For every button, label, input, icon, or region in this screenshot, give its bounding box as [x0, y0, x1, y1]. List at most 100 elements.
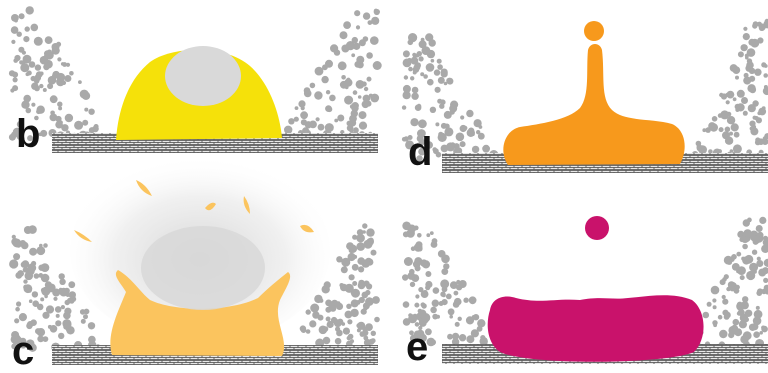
particle: [438, 77, 445, 84]
particle: [430, 107, 436, 113]
particle: [351, 289, 360, 298]
particle: [722, 277, 727, 282]
particle: [741, 97, 748, 104]
particle: [13, 58, 18, 63]
particle: [13, 77, 18, 82]
particle: [725, 137, 733, 145]
particle: [753, 331, 760, 338]
particle: [702, 128, 706, 132]
particle: [373, 61, 382, 70]
particle: [301, 327, 307, 333]
particle: [434, 69, 440, 75]
particle: [756, 306, 760, 310]
panel-label: d: [408, 130, 432, 174]
droplet: [488, 295, 704, 362]
particle: [20, 63, 29, 72]
particle: [722, 295, 726, 299]
particle: [743, 77, 751, 85]
particle: [746, 271, 755, 280]
particle: [82, 92, 90, 100]
particle: [351, 299, 359, 307]
particle: [449, 315, 453, 319]
particle: [764, 259, 768, 267]
particle: [425, 281, 432, 288]
particle: [438, 133, 447, 142]
panel-label: b: [16, 112, 40, 156]
particle: [432, 314, 438, 320]
particle: [722, 299, 728, 305]
particle: [36, 71, 43, 78]
particle: [61, 305, 65, 309]
particle: [439, 301, 444, 306]
particle: [50, 111, 55, 116]
particle: [43, 88, 47, 92]
particle: [310, 83, 316, 89]
particle: [433, 287, 440, 294]
particle: [83, 314, 88, 319]
particle: [78, 80, 82, 84]
particle: [82, 120, 88, 126]
particle: [403, 85, 411, 93]
particle: [759, 25, 765, 31]
particle: [343, 328, 350, 335]
particle: [423, 290, 427, 294]
particle: [732, 66, 740, 74]
particle: [733, 144, 742, 153]
particle: [418, 119, 427, 128]
particle: [371, 17, 379, 25]
particle: [288, 118, 294, 124]
particle: [421, 302, 426, 307]
particle: [74, 121, 83, 130]
particle: [459, 280, 467, 288]
particle: [460, 115, 464, 119]
particle: [734, 132, 740, 138]
particle: [407, 272, 415, 280]
particle: [463, 298, 468, 303]
particle: [59, 120, 63, 124]
particle: [31, 103, 35, 107]
particle: [62, 62, 67, 67]
particle: [408, 67, 413, 72]
particle: [306, 329, 311, 334]
particle: [53, 297, 57, 301]
particle: [19, 13, 25, 19]
particle: [708, 122, 716, 130]
particle: [11, 40, 15, 44]
particle: [39, 84, 43, 88]
particle: [437, 59, 442, 64]
particle: [374, 317, 380, 323]
particle: [352, 281, 357, 286]
particle: [25, 272, 34, 281]
particle: [456, 133, 465, 142]
particle: [435, 122, 439, 126]
particle: [334, 119, 338, 123]
particle: [712, 298, 716, 302]
particle: [402, 137, 407, 142]
particle: [50, 95, 58, 103]
particle: [754, 116, 758, 120]
particle: [362, 259, 370, 267]
droplet: [503, 44, 684, 165]
particle: [742, 45, 748, 51]
particle: [306, 309, 311, 314]
particle: [69, 327, 75, 333]
particle: [40, 130, 47, 137]
particle: [454, 298, 462, 306]
particle: [755, 137, 760, 142]
particle: [37, 304, 44, 311]
particle: [88, 109, 94, 115]
particle: [404, 75, 408, 79]
particle: [341, 322, 345, 326]
particle: [455, 322, 460, 327]
particle: [744, 317, 749, 322]
particle: [737, 311, 741, 315]
particle: [65, 114, 73, 122]
particle: [414, 303, 419, 308]
particle: [413, 261, 421, 269]
particle: [363, 12, 370, 19]
particle: [749, 121, 755, 127]
particle: [84, 108, 88, 112]
particle: [430, 307, 437, 314]
particle: [343, 21, 351, 29]
particle: [707, 302, 712, 307]
